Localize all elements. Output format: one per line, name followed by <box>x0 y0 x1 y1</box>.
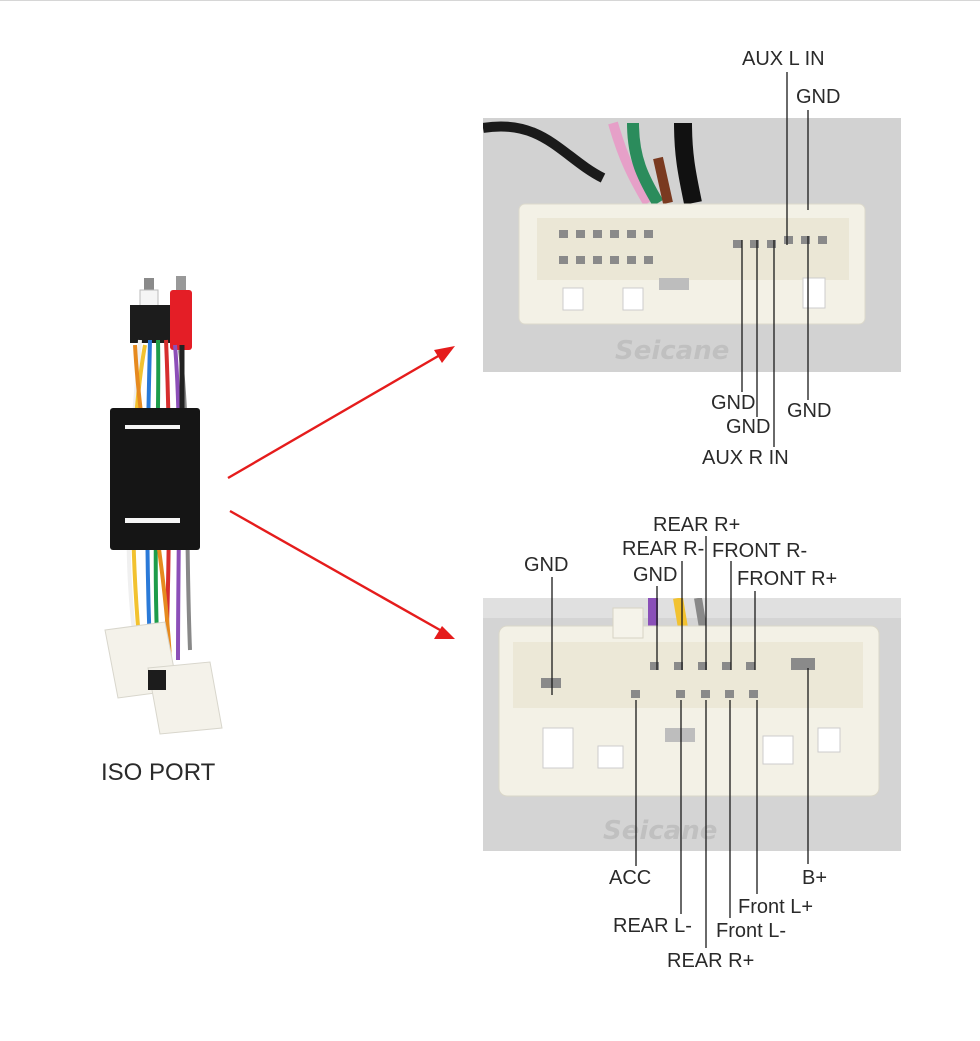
bottom-watermark: Seicane <box>603 816 718 846</box>
bottom-label-front-r-minus: FRONT R- <box>712 540 808 562</box>
bottom-label-front-l-minus: Front L- <box>716 920 787 942</box>
bottom-label-front-l-plus: Front L+ <box>738 896 814 918</box>
top-label-aux-r-in: AUX R IN <box>702 447 789 469</box>
bottom-label-rear-r-plus-top: REAR R+ <box>653 514 741 536</box>
bottom-label-b-plus: B+ <box>802 867 828 889</box>
bottom-label-rear-r-plus-bottom: REAR R+ <box>667 950 755 972</box>
top-label-aux-l-in: AUX L IN <box>742 48 825 70</box>
bottom-connector-photo: Seicane <box>483 598 901 851</box>
top-label-gnd-1: GND <box>711 392 756 414</box>
arrow-to-bottom-connector <box>229 509 441 632</box>
bottom-label-front-r-plus: FRONT R+ <box>737 568 838 590</box>
arrow-to-top-connector <box>227 353 441 480</box>
top-label-gnd-right: GND <box>787 400 832 422</box>
bottom-label-rear-r-minus: REAR R- <box>622 538 705 560</box>
top-watermark: Seicane <box>615 336 730 366</box>
bottom-label-acc: ACC <box>609 867 652 889</box>
iso-port-caption: ISO PORT <box>101 759 216 786</box>
top-label-gnd-2: GND <box>726 416 771 438</box>
bottom-label-rear-l-minus: REAR L- <box>613 915 692 937</box>
bottom-label-gnd-mid: GND <box>633 564 678 586</box>
bottom-label-gnd-left: GND <box>524 554 569 576</box>
top-connector-photo: Seicane <box>483 118 901 372</box>
top-label-gnd-upper: GND <box>796 86 841 108</box>
top-divider <box>0 0 980 1</box>
